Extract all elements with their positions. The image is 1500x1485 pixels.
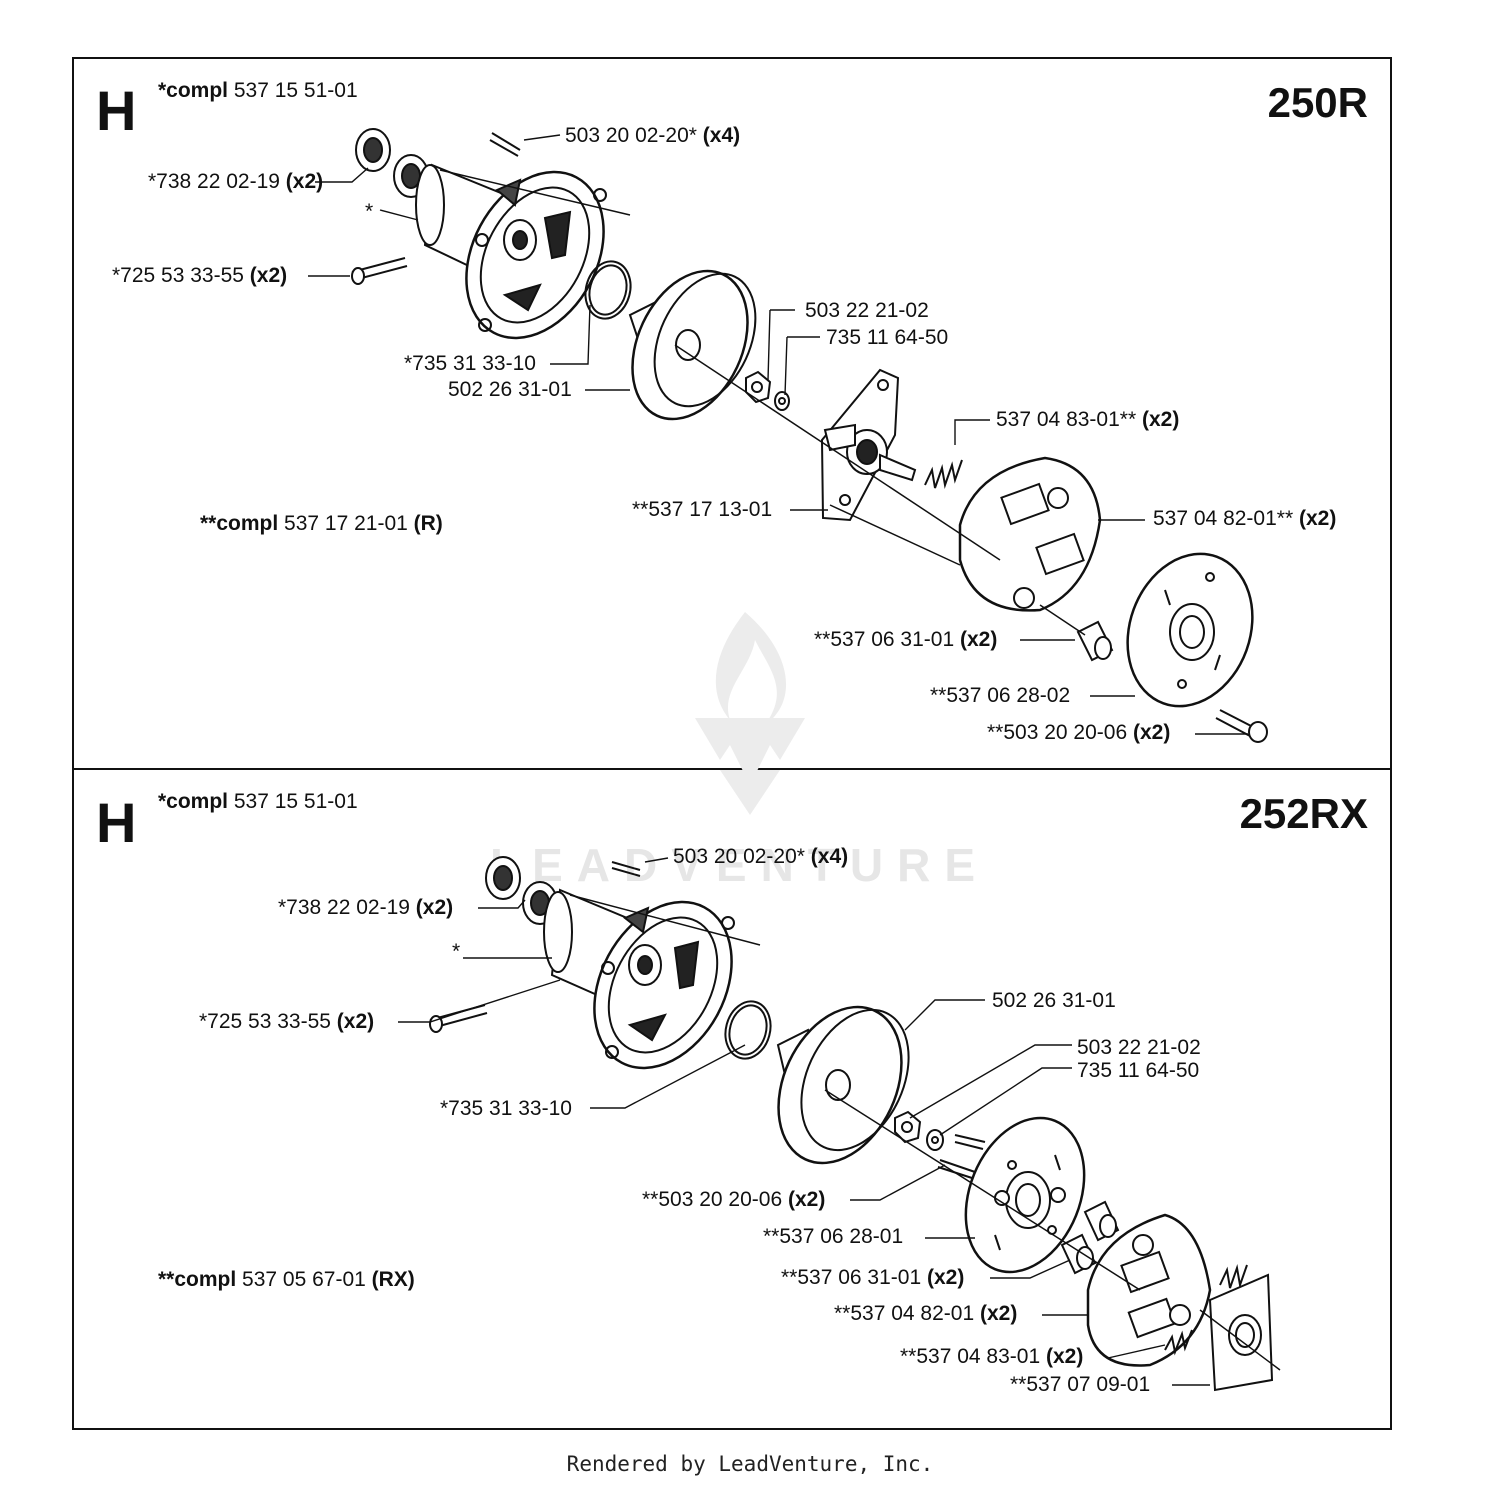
part-label: *735 31 33-10 — [404, 352, 536, 375]
panel-divider — [72, 768, 1392, 770]
model-number: 250R — [1267, 79, 1368, 126]
diagram-frame — [72, 57, 1392, 1430]
part-label: 537 04 82-01** (x2) — [1153, 507, 1337, 530]
kit-label-bottom: **compl 537 17 21-01 (R) — [200, 512, 443, 535]
kit-label-top: *compl 537 15 51-01 — [158, 790, 358, 813]
part-label: **537 04 83-01 (x2) — [900, 1345, 1084, 1368]
section-letter: H — [96, 791, 137, 854]
clutch-shoe-part — [1086, 1213, 1212, 1367]
clutch-drum-part — [776, 1005, 910, 1165]
part-label: 503 20 02-20* (x4) — [565, 124, 741, 147]
part-label: 735 11 64-50 — [1077, 1059, 1200, 1082]
part-label: **537 04 82-01 (x2) — [834, 1302, 1018, 1325]
kit-label-top: *compl 537 15 51-01 — [158, 79, 358, 102]
bracket-part — [820, 368, 917, 522]
part-label: *738 22 02-19 (x2) — [148, 170, 324, 193]
part-label: **537 17 13-01 — [632, 498, 773, 521]
part-label: **537 06 28-01 — [763, 1225, 904, 1248]
part-label: 735 11 64-50 — [826, 326, 949, 349]
section-letter: H — [96, 79, 137, 142]
clutch-housing-part — [465, 170, 607, 340]
part-label: **537 06 28-02 — [930, 684, 1071, 707]
part-label: 503 22 21-02 — [1077, 1036, 1201, 1059]
bearing-part — [485, 856, 558, 925]
part-label: *735 31 33-10 — [440, 1097, 572, 1120]
part-label: * — [452, 940, 461, 963]
part-label: 502 26 31-01 — [448, 378, 572, 401]
bracket-part — [1208, 1273, 1274, 1392]
part-label: **537 07 09-01 — [1010, 1373, 1151, 1396]
part-label: *725 53 33-55 (x2) — [112, 264, 288, 287]
model-number: 252RX — [1239, 790, 1368, 837]
clutch-shoe-part — [958, 456, 1102, 612]
watermark-text: LEADVENTURE — [490, 839, 990, 891]
footer-credit: Rendered by LeadVenture, Inc. — [566, 1452, 934, 1476]
part-label: *725 53 33-55 (x2) — [199, 1010, 375, 1033]
part-label: **503 20 20-06 (x2) — [987, 721, 1171, 744]
part-label: 502 26 31-01 — [992, 989, 1116, 1012]
kit-label-bottom: **compl 537 05 67-01 (RX) — [158, 1268, 415, 1291]
part-label: **537 06 31-01 (x2) — [781, 1266, 965, 1289]
part-label: * — [365, 200, 374, 223]
clutch-drum-part — [628, 269, 757, 421]
part-label: **503 20 20-06 (x2) — [642, 1188, 826, 1211]
part-label: 503 20 02-20* (x4) — [673, 845, 849, 868]
part-label: **537 06 31-01 (x2) — [814, 628, 998, 651]
part-label: *738 22 02-19 (x2) — [278, 896, 454, 919]
part-label: 503 22 21-02 — [805, 299, 929, 322]
clutch-housing-part — [593, 900, 735, 1070]
clutch-plate-part — [964, 1116, 1086, 1274]
part-label: 537 04 83-01** (x2) — [996, 408, 1180, 431]
clutch-plate-part — [1126, 552, 1254, 708]
